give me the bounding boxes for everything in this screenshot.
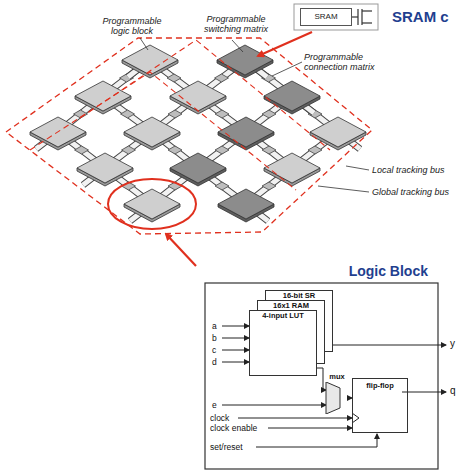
logic-block-panel: Logic Block16-bit SR16x1 RAM4-input LUTm… [205,262,438,470]
part-label: Programmable logic block [92,16,172,36]
logic-block [124,117,180,147]
connection-matrix [262,182,276,190]
flip-flop-box: flip-flop [352,378,408,433]
signal-name: y [450,339,455,349]
connection-matrix [215,146,229,154]
connection-matrix [167,74,181,82]
logic-block [124,189,180,219]
mux-shape: mux [322,372,352,414]
switching-matrix [218,189,274,219]
switching-matrix [218,117,274,147]
switching-matrix [264,81,320,111]
signal-name: d [212,357,217,367]
connection-matrix [215,182,229,190]
signal-name: e [212,400,217,410]
signal-name: set/reset [210,442,243,452]
dashed-region [30,72,296,190]
connection-matrix [122,146,136,154]
switching-matrix [170,153,226,183]
signal-name: clock [210,413,229,423]
logic-block-frame [205,283,438,469]
connection-matrix [168,110,182,118]
connection-matrix [168,146,182,154]
signal-name: c [212,345,216,355]
connection-matrix [215,74,229,82]
connection-matrix [215,110,229,118]
connection-matrix [262,110,276,118]
node-label: mux [322,372,352,382]
part-label: Programmable connection matrix [304,52,390,72]
dashed-region [80,40,330,150]
switching-matrix [217,45,273,75]
part-label: Programmable switching matrix [196,14,276,34]
connection-matrix [262,146,276,154]
part-label: Local tracking bus [372,165,445,175]
signal-connector [317,368,326,390]
part-label: Global tracking bus [372,187,449,197]
red-arrow [258,32,312,56]
figure-title: SRAM c [392,8,449,26]
logic-block [75,81,131,111]
signal-name: clock enable [210,423,257,433]
red-circle [108,179,196,229]
logic-block [264,153,320,183]
logic-block [77,153,133,183]
signal-name: a [212,321,217,331]
connection-matrix [121,110,135,118]
red-arrow [166,234,196,266]
logic-block [310,117,366,147]
node-label: flip-flop [353,381,407,391]
mux-symbol [322,382,344,414]
connection-matrix [75,146,89,154]
sram-box: SRAM [300,8,352,26]
lut-box: 4-input LUT [249,310,317,376]
logic-block [170,81,226,111]
signal-name: q [450,386,456,396]
mux-outline [326,382,340,414]
node-label: SRAM [301,9,351,25]
connection-matrix [308,146,322,154]
sram-callout-frame [294,4,378,30]
node-label: 4-input LUT [250,311,316,321]
panel-heading: Logic Block [205,262,428,280]
signal-name: b [212,333,217,343]
